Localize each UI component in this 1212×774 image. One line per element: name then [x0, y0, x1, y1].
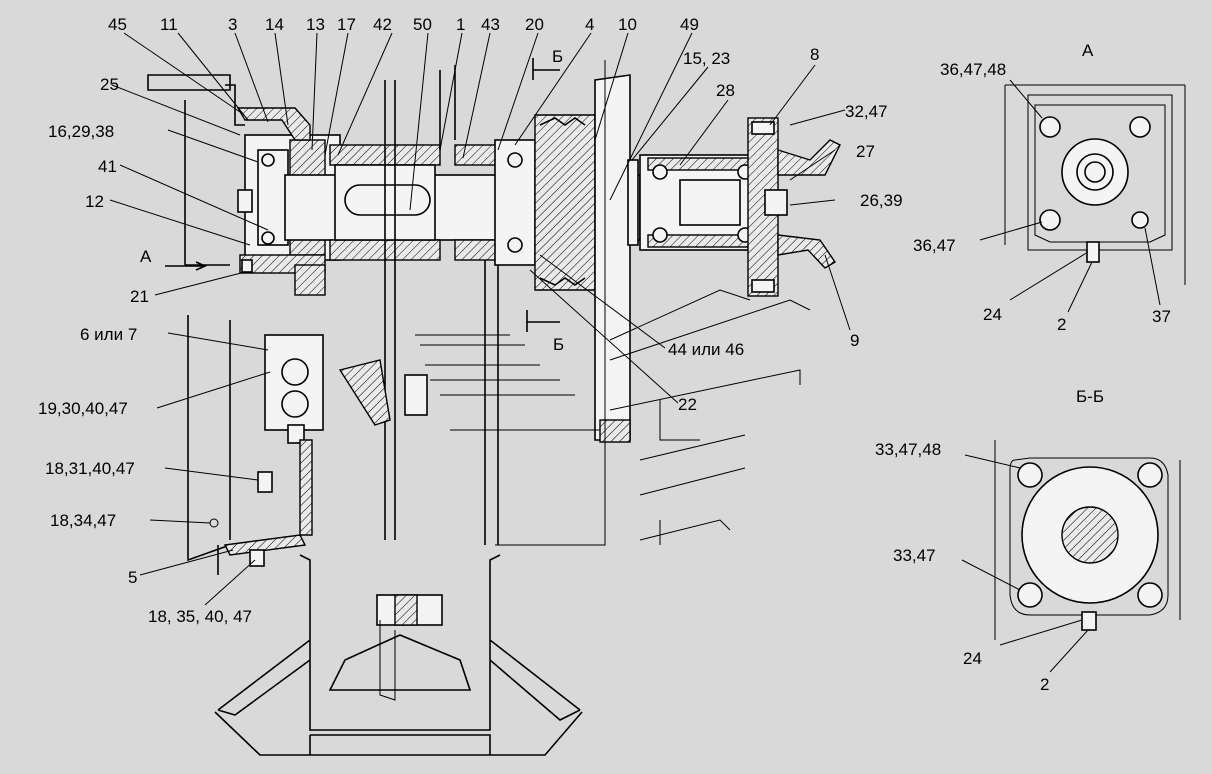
section-bb-label-24: 24 [963, 649, 982, 668]
callout-18-31-40-47: 18,31,40,47 [45, 459, 135, 478]
callout-18-34-47: 18,34,47 [50, 511, 116, 530]
section-bb: Б-Б 33,47,48 33,47 24 2 [875, 387, 1181, 694]
callout-17: 17 [337, 15, 356, 34]
callout-4: 4 [585, 15, 594, 34]
callout-6-7: 6 или 7 [80, 325, 137, 344]
section-bb-title: Б-Б [1076, 387, 1104, 406]
callout-45: 45 [108, 15, 127, 34]
callout-20: 20 [525, 15, 544, 34]
view-a-label-36-47-48: 36,47,48 [940, 60, 1006, 79]
callout-10: 10 [618, 15, 637, 34]
callout-11: 11 [160, 15, 178, 34]
callout-12: 12 [85, 192, 104, 211]
callout-50: 50 [413, 15, 432, 34]
callout-49: 49 [680, 15, 699, 34]
callout-44-46: 44 или 46 [668, 340, 744, 359]
callout-28: 28 [716, 81, 735, 100]
main-assembly [147, 60, 841, 756]
callout-26-39: 26,39 [860, 191, 903, 210]
callout-42: 42 [373, 15, 392, 34]
callout-43: 43 [481, 15, 500, 34]
view-a-label-36-47: 36,47 [913, 236, 956, 255]
view-a-label-24: 24 [983, 305, 1002, 324]
callout-13: 13 [306, 15, 325, 34]
callout-22: 22 [678, 395, 697, 414]
callout-41: 41 [98, 157, 117, 176]
section-b-bottom-label: Б [553, 335, 564, 354]
callout-27: 27 [856, 142, 875, 161]
section-bb-label-33-47-48: 33,47,48 [875, 440, 941, 459]
main-callouts: 45 11 3 14 13 17 42 50 1 43 20 4 10 49 1… [38, 15, 903, 626]
section-bb-label-33-47: 33,47 [893, 546, 936, 565]
callout-16-29-38: 16,29,38 [48, 122, 114, 141]
callout-8: 8 [810, 45, 819, 64]
callout-18-35-40-47: 18, 35, 40, 47 [148, 607, 252, 626]
callout-32-47: 32,47 [845, 102, 888, 121]
section-bb-label-2: 2 [1040, 675, 1049, 694]
callout-21: 21 [130, 287, 149, 306]
view-a-title: А [1082, 41, 1094, 60]
callout-19-30-40-47: 19,30,40,47 [38, 399, 128, 418]
callout-9: 9 [850, 331, 859, 350]
view-a: А 36,47,48 36,47 24 2 37 [913, 41, 1186, 334]
callout-25: 25 [100, 75, 119, 94]
view-a-label-2: 2 [1057, 315, 1066, 334]
callout-5: 5 [128, 568, 137, 587]
callout-3: 3 [228, 15, 237, 34]
callout-1: 1 [456, 15, 465, 34]
arrow-a-label: А [140, 247, 152, 266]
callout-15-23: 15, 23 [683, 49, 730, 68]
section-b-top-label: Б [552, 47, 563, 66]
callout-14: 14 [265, 15, 284, 34]
leader-lines [109, 32, 851, 606]
view-a-label-37: 37 [1152, 307, 1171, 326]
